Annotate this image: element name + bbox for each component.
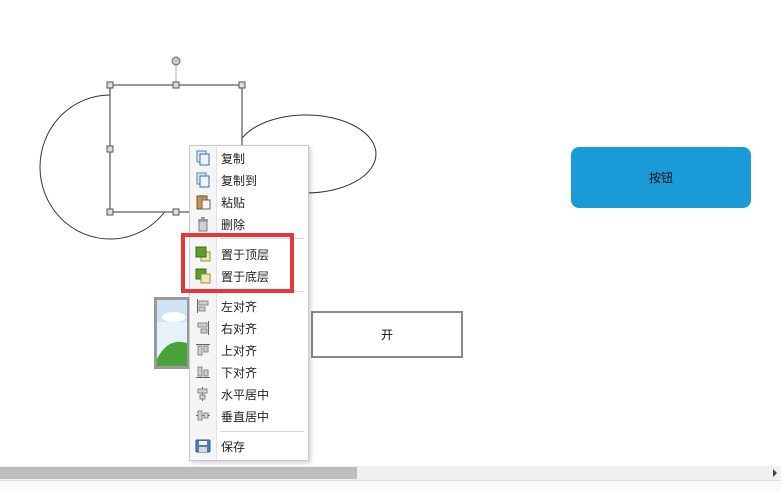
menu-item-align-right[interactable]: 右对齐 xyxy=(190,317,308,339)
menu-item-align-bottom[interactable]: 下对齐 xyxy=(190,361,308,383)
align-bottom-icon xyxy=(190,361,216,383)
menu-item-save[interactable]: 保存 xyxy=(190,435,308,457)
align-center-horizontal-icon xyxy=(190,383,216,405)
send-to-back-icon xyxy=(190,265,216,287)
menu-separator xyxy=(220,238,304,239)
menu-item-label: 粘贴 xyxy=(221,195,246,210)
copy-icon xyxy=(190,147,216,169)
menu-item-center-horizontal[interactable]: 水平居中 xyxy=(190,383,308,405)
resize-handle-s[interactable] xyxy=(172,208,180,216)
menu-item-label: 复制到 xyxy=(221,173,258,188)
bring-to-front-icon xyxy=(190,243,216,265)
copy-to-icon xyxy=(190,169,216,191)
resize-handle-nw[interactable] xyxy=(106,81,114,89)
delete-icon xyxy=(190,213,216,235)
menu-item-copy[interactable]: 复制 xyxy=(190,147,308,169)
horizontal-scrollbar[interactable] xyxy=(0,466,781,480)
paste-icon xyxy=(190,191,216,213)
align-center-vertical-icon xyxy=(190,405,216,427)
menu-item-align-top[interactable]: 上对齐 xyxy=(190,339,308,361)
menu-item-label: 复制 xyxy=(221,151,246,166)
open-box-label: 开 xyxy=(380,328,393,342)
resize-handle-w[interactable] xyxy=(106,145,114,153)
design-canvas[interactable]: 按钮 开 xyxy=(0,0,781,466)
menu-item-label: 上对齐 xyxy=(221,343,258,358)
image-shape[interactable] xyxy=(154,297,190,369)
resize-handle-sw[interactable] xyxy=(106,208,114,216)
rotation-handle[interactable] xyxy=(171,56,181,66)
menu-item-send-to-back[interactable]: 置于底层 xyxy=(190,265,308,287)
resize-handle-n[interactable] xyxy=(172,81,180,89)
menu-item-bring-to-front[interactable]: 置于顶层 xyxy=(190,243,308,265)
open-box-shape[interactable]: 开 xyxy=(311,311,463,358)
menu-separator xyxy=(220,431,304,432)
menu-item-label: 右对齐 xyxy=(221,321,258,336)
align-right-icon xyxy=(190,317,216,339)
menu-item-label: 水平居中 xyxy=(221,387,270,402)
save-icon xyxy=(190,435,216,457)
horizontal-scrollbar-thumb[interactable] xyxy=(0,467,357,479)
menu-item-label: 下对齐 xyxy=(221,365,258,380)
blue-button-label: 按钮 xyxy=(648,171,673,185)
menu-item-copy-to[interactable]: 复制到 xyxy=(190,169,308,191)
shapes-layer xyxy=(39,56,377,240)
menu-item-paste[interactable]: 粘贴 xyxy=(190,191,308,213)
blue-button-shape[interactable]: 按钮 xyxy=(571,147,751,208)
align-top-icon xyxy=(190,339,216,361)
menu-item-label: 保存 xyxy=(221,439,246,454)
menu-item-label: 置于底层 xyxy=(221,269,270,284)
menu-item-center-vertical[interactable]: 垂直居中 xyxy=(190,405,308,427)
menu-item-label: 垂直居中 xyxy=(221,409,270,424)
menu-item-label: 置于顶层 xyxy=(221,247,270,262)
menu-item-label: 删除 xyxy=(221,217,246,232)
scroll-right-arrow-icon[interactable] xyxy=(769,466,781,480)
resize-handle-ne[interactable] xyxy=(238,81,246,89)
menu-separator xyxy=(220,291,304,292)
menu-item-delete[interactable]: 删除 xyxy=(190,213,308,235)
align-left-icon xyxy=(190,295,216,317)
menu-item-label: 左对齐 xyxy=(221,299,258,314)
bottom-status-strip xyxy=(0,480,781,492)
image-placeholder-icon xyxy=(157,300,187,366)
context-menu: 复制 复制到 粘贴 删除 置于顶层 置于底层 左对齐 xyxy=(189,145,309,461)
menu-item-align-left[interactable]: 左对齐 xyxy=(190,295,308,317)
